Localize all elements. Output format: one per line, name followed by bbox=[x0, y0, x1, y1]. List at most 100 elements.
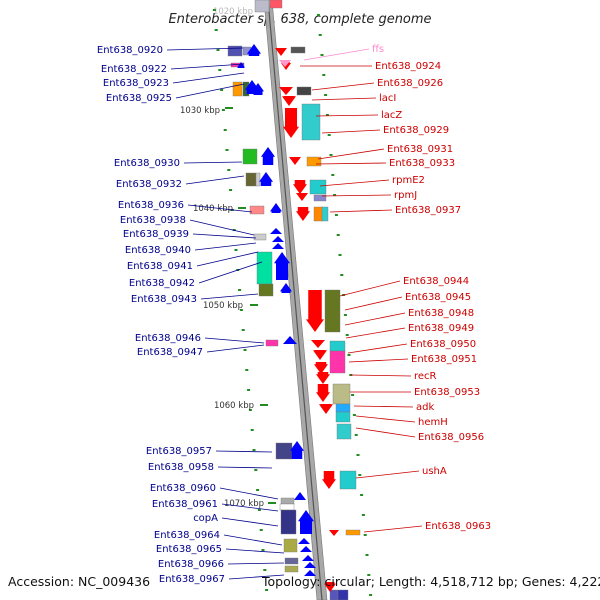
left-label-leader bbox=[187, 204, 253, 213]
gene-arrow-reverse bbox=[322, 471, 336, 489]
gene-block bbox=[324, 289, 341, 333]
right-gene-label: adk bbox=[416, 402, 434, 413]
gene-arrow-forward bbox=[272, 243, 284, 249]
gene-arrow-reverse bbox=[296, 193, 308, 201]
gene-arrow-forward bbox=[237, 62, 245, 68]
kbp-mark-1030: 1030 kbp bbox=[180, 106, 220, 116]
right-label-leader bbox=[349, 374, 412, 377]
right-label-leader bbox=[315, 114, 379, 117]
gene-block bbox=[253, 233, 267, 241]
gene-arrow-forward bbox=[270, 228, 282, 234]
gene-block bbox=[313, 206, 324, 222]
right-gene-label: Ent638_0924 bbox=[375, 61, 441, 72]
left-label-leader bbox=[185, 175, 245, 185]
gene-arrow-reverse bbox=[316, 372, 330, 384]
right-label-leader bbox=[339, 280, 401, 297]
right-label-leader bbox=[347, 343, 408, 354]
left-gene-label: Ent638_0947 bbox=[137, 347, 203, 358]
left-gene-label: Ent638_0925 bbox=[106, 93, 172, 104]
right-gene-label: ushA bbox=[422, 466, 447, 477]
right-label-leader bbox=[317, 148, 385, 160]
left-gene-label: Ent638_0943 bbox=[131, 294, 197, 305]
right-label-leader bbox=[353, 405, 414, 408]
gene-arrow-reverse bbox=[329, 530, 339, 536]
gene-arrow-forward bbox=[298, 538, 310, 544]
right-label-leader bbox=[355, 470, 420, 479]
kbp-mark-top-partial: 1020 kbp bbox=[213, 7, 253, 17]
left-label-leader bbox=[225, 548, 285, 554]
right-label-leader bbox=[311, 82, 375, 91]
gene-arrow-reverse bbox=[289, 157, 301, 165]
gene-block bbox=[254, 0, 270, 13]
gene-block bbox=[309, 179, 327, 195]
gene-arrow-forward bbox=[304, 570, 316, 576]
left-gene-label: Ent638_0967 bbox=[159, 574, 225, 585]
left-gene-label: Ent638_0964 bbox=[154, 530, 220, 541]
left-gene-label: Ent638_0920 bbox=[97, 45, 163, 56]
gene-arrow-forward bbox=[290, 441, 304, 459]
gene-block bbox=[339, 470, 357, 490]
left-gene-label: Ent638_0957 bbox=[146, 446, 212, 457]
right-label-leader bbox=[321, 129, 381, 134]
gene-arrow-reverse bbox=[313, 350, 327, 360]
gene-arrow-reverse bbox=[275, 48, 287, 56]
left-label-leader bbox=[227, 562, 285, 565]
accession-text: Accession: NC_009436 bbox=[8, 574, 150, 589]
gene-arrow-forward bbox=[272, 236, 284, 242]
left-label-leader bbox=[206, 344, 265, 353]
gene-block bbox=[258, 283, 274, 297]
gene-block bbox=[249, 205, 265, 215]
left-gene-label: Ent638_0961 bbox=[152, 499, 218, 510]
topology-text: Topology: circular; Length: 4,518,712 bp… bbox=[261, 574, 600, 589]
gene-block bbox=[296, 86, 312, 96]
gene-arrow-forward bbox=[302, 555, 314, 561]
gene-arrow-reverse bbox=[324, 582, 336, 592]
left-label-leader bbox=[228, 574, 285, 580]
gene-arrow-forward bbox=[247, 44, 261, 56]
right-label-leader bbox=[345, 327, 406, 339]
left-label-leader bbox=[196, 251, 259, 267]
left-gene-label: Ent638_0936 bbox=[118, 200, 184, 211]
right-gene-label: Ent638_0944 bbox=[403, 276, 469, 287]
backbone-center-line bbox=[267, 0, 323, 600]
dna-backbone bbox=[263, 0, 328, 600]
right-gene-label: Ent638_0945 bbox=[405, 292, 471, 303]
gene-block bbox=[313, 194, 327, 202]
gene-arrow-forward bbox=[259, 172, 273, 186]
left-label-leader bbox=[172, 72, 245, 84]
gene-arrow-forward bbox=[274, 252, 290, 280]
gene-block bbox=[284, 565, 299, 573]
left-label-leader bbox=[194, 242, 257, 251]
left-gene-label: Ent638_0922 bbox=[101, 64, 167, 75]
gene-arrow-reverse bbox=[306, 290, 324, 332]
gene-block bbox=[329, 340, 346, 352]
right-gene-label: Ent638_0948 bbox=[408, 308, 474, 319]
right-gene-label: ffs bbox=[372, 44, 384, 55]
gene-block bbox=[279, 503, 295, 511]
right-gene-labels: ffsEnt638_0924Ent638_0926lacIlacZEnt638_… bbox=[300, 44, 491, 533]
gene-block bbox=[232, 81, 243, 97]
gene-arrow-forward bbox=[261, 147, 275, 165]
left-gene-label: Ent638_0939 bbox=[123, 229, 189, 240]
right-gene-label: hemH bbox=[418, 417, 448, 428]
left-label-leader bbox=[215, 450, 273, 453]
left-label-leader bbox=[221, 503, 279, 512]
left-gene-label: Ent638_0938 bbox=[120, 215, 186, 226]
left-gene-label: Ent638_0930 bbox=[114, 158, 180, 169]
right-label-leader bbox=[355, 427, 416, 438]
right-label-leader bbox=[344, 296, 403, 311]
right-label-leader bbox=[329, 209, 393, 213]
left-label-leader bbox=[223, 534, 283, 546]
right-gene-label: Ent638_0931 bbox=[387, 144, 453, 155]
right-label-leader bbox=[303, 48, 370, 61]
gene-arrow-forward bbox=[294, 492, 306, 500]
left-label-leader bbox=[217, 466, 273, 469]
gene-arrow-reverse bbox=[279, 60, 291, 67]
right-gene-label: Ent638_0926 bbox=[377, 78, 443, 89]
gene-block bbox=[269, 0, 283, 9]
left-gene-label: Ent638_0941 bbox=[127, 261, 193, 272]
left-gene-label: Ent638_0932 bbox=[116, 179, 182, 190]
left-gene-label: Ent638_0966 bbox=[158, 559, 224, 570]
left-label-leader bbox=[198, 261, 263, 284]
